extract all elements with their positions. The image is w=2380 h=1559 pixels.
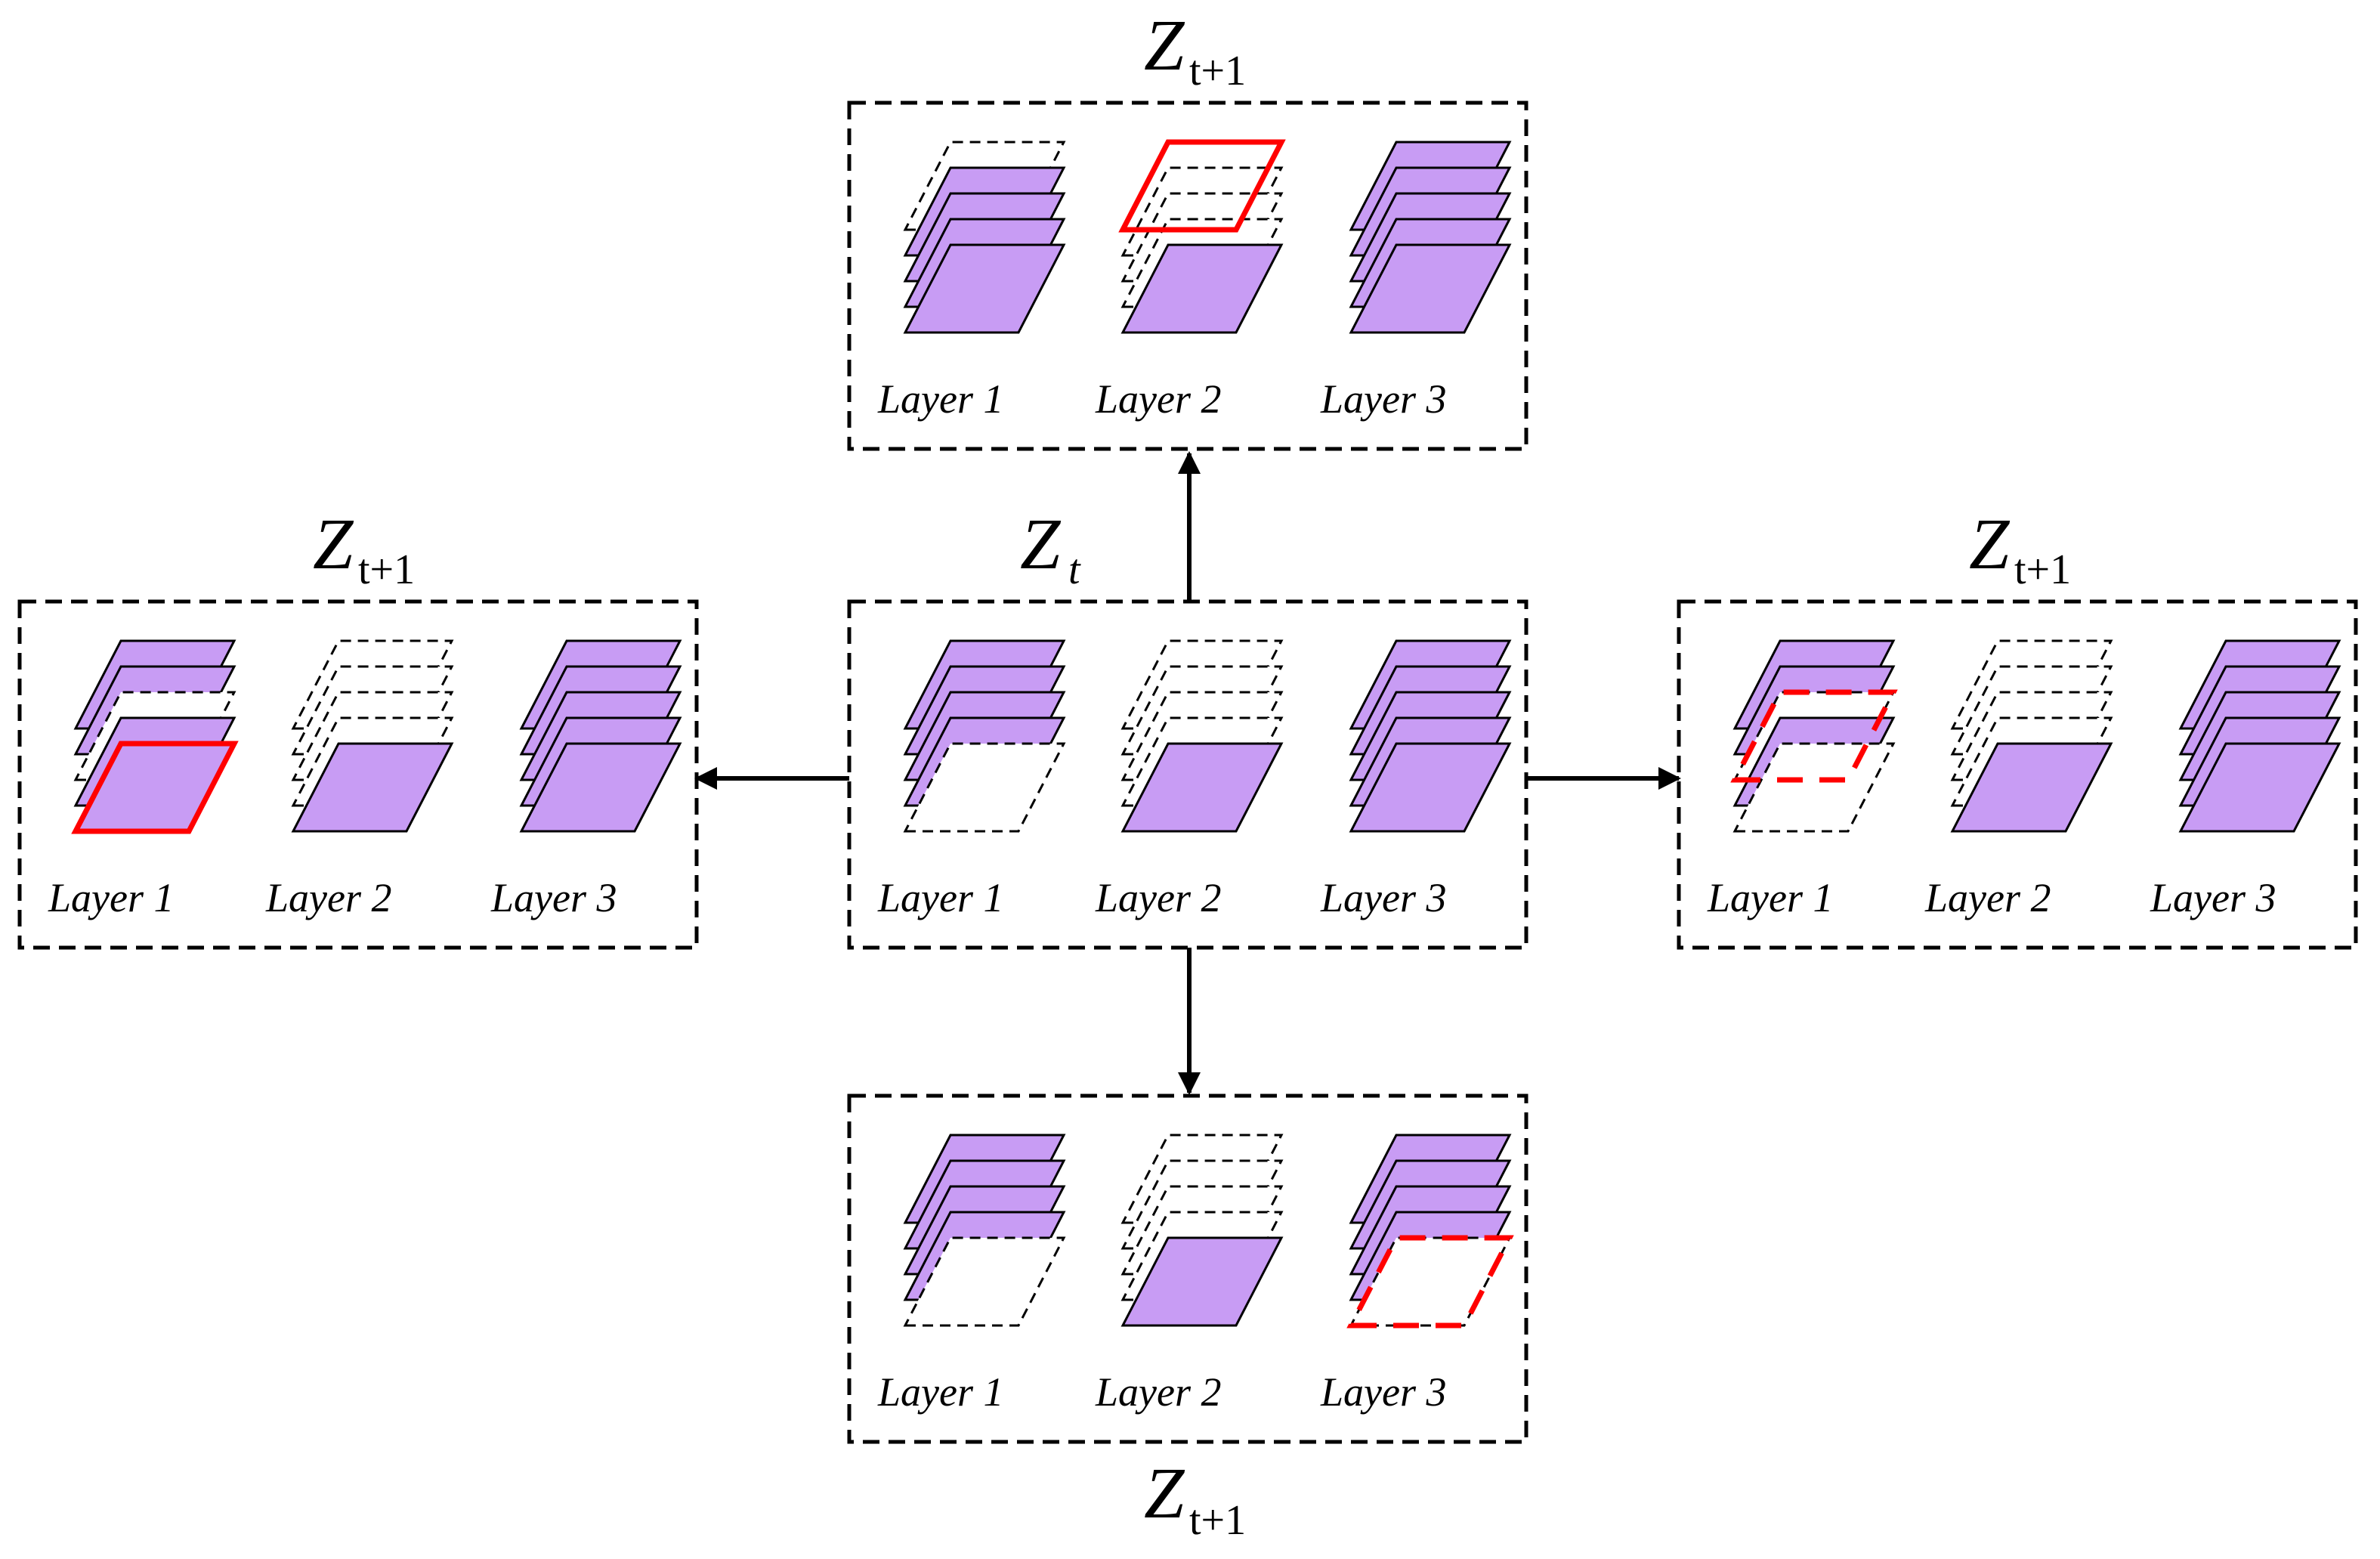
layer-label: Layer 2 <box>1924 875 2051 920</box>
panel-title-subscript: t+1 <box>1189 48 1246 94</box>
highlighted-sheet <box>1730 689 1898 783</box>
layer-stack-3: Layer 3 <box>1320 639 1512 920</box>
panel-title-subscript: t+1 <box>2014 546 2071 593</box>
layer-stack-1: Layer 1 <box>877 639 1066 920</box>
layer-label: Layer 1 <box>1707 875 1833 920</box>
panel-frame <box>847 599 1528 950</box>
panel-title-subscript: t+1 <box>1189 1497 1246 1544</box>
filled-sheet <box>1120 1236 1284 1327</box>
panel-frame <box>17 599 699 950</box>
layer-label: Layer 1 <box>48 875 174 920</box>
filled-sheet <box>1950 742 2113 833</box>
layer-stack-3: Layer 3 <box>490 639 682 920</box>
filled-sheet <box>1349 742 1512 833</box>
panel-title: Z <box>1020 503 1062 584</box>
layer-label: Layer 3 <box>2150 875 2276 920</box>
layer-label: Layer 2 <box>1095 875 1221 920</box>
panel-title: Z <box>1144 1452 1185 1533</box>
empty-sheet <box>903 1236 1066 1327</box>
layer-label: Layer 3 <box>1320 376 1446 422</box>
highlighted-sheet <box>1346 1235 1514 1329</box>
panel-frame <box>1677 599 2358 950</box>
filled-sheet <box>903 243 1066 334</box>
layer-stack-3: Layer 3 <box>1320 141 1512 422</box>
highlighted-sheet <box>71 741 239 834</box>
layer-label: Layer 2 <box>1095 1369 1221 1415</box>
panel-title: Z <box>313 503 354 584</box>
layer-label: Layer 2 <box>1095 376 1221 422</box>
panel-title: Z <box>1969 503 2011 584</box>
layer-stack-3: Layer 3 <box>1320 1134 1514 1415</box>
panel-title-subscript: t <box>1068 546 1081 593</box>
layer-stack-2: Layer 2 <box>1095 639 1284 920</box>
layer-label: Layer 3 <box>490 875 617 920</box>
empty-sheet <box>903 742 1066 833</box>
panel-frame <box>847 1093 1528 1444</box>
layer-stack-1: Layer 1 <box>48 639 239 920</box>
filled-sheet <box>1349 243 1512 334</box>
layer-label: Layer 1 <box>877 875 1003 920</box>
layer-label: Layer 2 <box>265 875 391 920</box>
panel-frame <box>847 101 1528 451</box>
filled-sheet <box>2178 742 2341 833</box>
filled-sheet <box>1120 243 1284 334</box>
layer-stack-1: Layer 1 <box>1707 639 1898 920</box>
layer-stack-2: Layer 2 <box>1095 1134 1284 1415</box>
layer-stack-3: Layer 3 <box>2150 639 2341 920</box>
layer-label: Layer 1 <box>877 376 1003 422</box>
layer-label: Layer 3 <box>1320 875 1446 920</box>
layer-stack-1: Layer 1 <box>877 141 1066 422</box>
panel-title: Z <box>1144 5 1185 85</box>
filled-sheet <box>519 742 682 833</box>
layer-label: Layer 1 <box>877 1369 1003 1415</box>
layer-stack-2: Layer 2 <box>265 639 454 920</box>
layer-stack-2: Layer 2 <box>1924 639 2113 920</box>
panel-title-subscript: t+1 <box>358 546 415 593</box>
filled-sheet <box>291 742 454 833</box>
layer-stack-2: Layer 2 <box>1095 139 1286 422</box>
highlighted-sheet <box>1118 139 1286 233</box>
arrows-group <box>694 451 1681 1095</box>
layer-label: Layer 3 <box>1320 1369 1446 1415</box>
layer-stack-1: Layer 1 <box>877 1134 1066 1415</box>
filled-sheet <box>1120 742 1284 833</box>
